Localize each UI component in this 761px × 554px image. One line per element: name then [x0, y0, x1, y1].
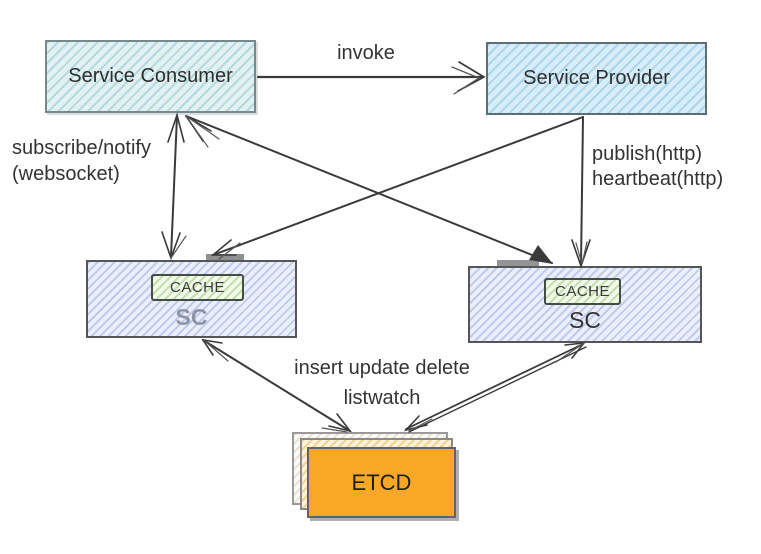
node-etcd: ETCD [290, 430, 462, 526]
cache-right-label: CACHE [554, 283, 610, 300]
etcd-card-front: ETCD [307, 447, 456, 518]
node-sc-left: CACHE SC [86, 260, 297, 338]
publish-edge-label: publish(http) heartbeat(http) [592, 142, 723, 192]
subscribe-line1: subscribe/notify [12, 137, 151, 159]
etcd-ops-line2: listwatch [343, 387, 421, 409]
sc-right-label: SC [569, 307, 601, 333]
etcd-ops-edge-label: insert update delete listwatch [262, 353, 502, 413]
publish-line2: heartbeat(http) [592, 168, 724, 190]
service-provider-label: Service Provider [523, 67, 670, 89]
invoke-edge-label: invoke [306, 40, 426, 66]
subscribe-line2: (websocket) [12, 163, 120, 185]
subscribe-edge-label: subscribe/notify (websocket) [12, 135, 151, 187]
invoke-text: invoke [337, 42, 395, 64]
sc-left-label: SC [175, 304, 208, 330]
node-sc-right: CACHE SC [468, 266, 702, 343]
cache-left-label: CACHE [169, 279, 225, 296]
cache-badge-right: CACHE [544, 278, 621, 305]
etcd-label: ETCD [351, 469, 412, 495]
publish-line1: publish(http) [592, 143, 703, 165]
node-service-provider: Service Provider [486, 42, 707, 115]
service-consumer-label: Service Consumer [68, 65, 233, 87]
etcd-ops-line1: insert update delete [294, 357, 470, 379]
node-service-consumer: Service Consumer [45, 40, 256, 113]
cache-badge-left: CACHE [151, 274, 244, 301]
